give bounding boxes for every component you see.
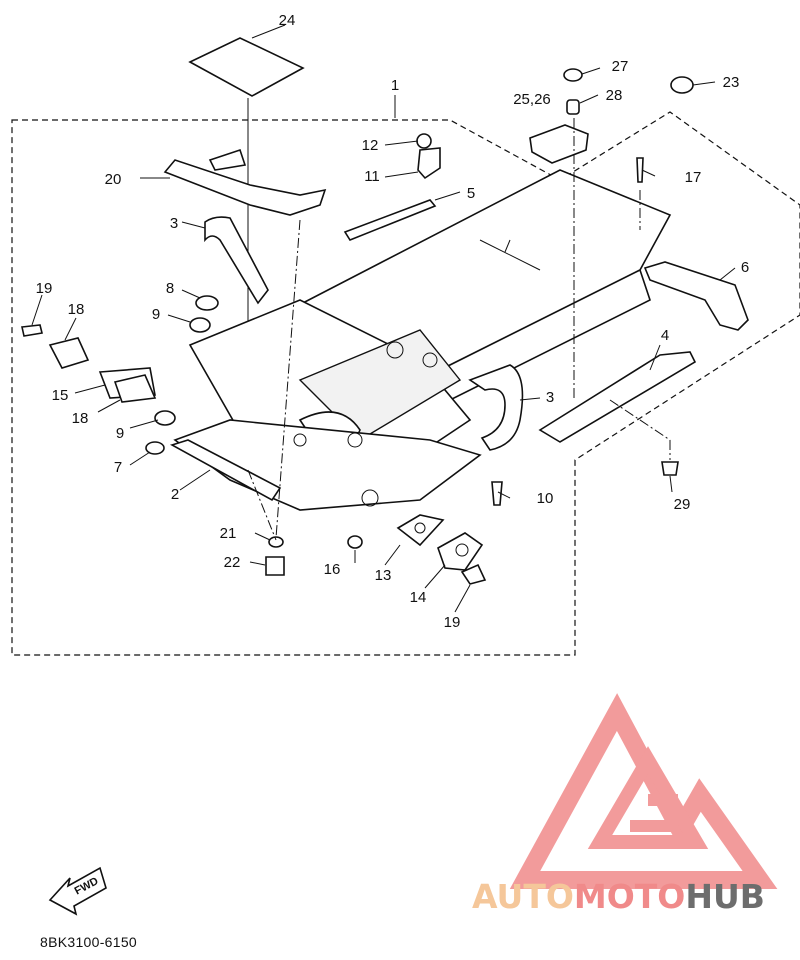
watermark-text: AUTOMOTOHUB xyxy=(472,877,765,916)
watermark-auto: AUTO xyxy=(472,877,574,916)
part-3-bumper-rear xyxy=(468,364,524,451)
small-parts xyxy=(21,68,694,585)
callout-14: 14 xyxy=(410,589,427,606)
callout-8: 8 xyxy=(166,280,174,297)
callout-20: 20 xyxy=(105,171,122,188)
part-24-sheet xyxy=(188,37,305,97)
callout-21: 21 xyxy=(220,525,237,542)
main-frame xyxy=(173,169,672,511)
callout-2: 2 xyxy=(171,486,179,503)
callout-1: 1 xyxy=(391,77,399,94)
watermark-logo xyxy=(509,693,778,889)
part-3-bumper-front xyxy=(204,216,269,305)
watermark-hub: HUB xyxy=(685,877,765,916)
callout-18-upper: 18 xyxy=(68,301,85,318)
part-20-handle xyxy=(163,159,327,216)
callout-28: 28 xyxy=(606,87,623,104)
callout-13: 13 xyxy=(375,567,392,584)
callout-6: 6 xyxy=(741,259,749,276)
callout-24: 24 xyxy=(279,12,296,29)
callout-15: 15 xyxy=(52,387,69,404)
callout-16: 16 xyxy=(324,561,341,578)
diagram-code: 8BK3100-6150 xyxy=(40,934,137,950)
callout-3-front: 3 xyxy=(170,215,178,232)
callout-9-upper: 9 xyxy=(152,306,160,323)
callout-27: 27 xyxy=(612,58,629,75)
callout-4: 4 xyxy=(661,327,669,344)
part-2-rail xyxy=(169,439,282,502)
part-5-rail xyxy=(343,199,437,241)
callout-19-left: 19 xyxy=(36,280,53,297)
callout-5: 5 xyxy=(467,185,475,202)
callout-22: 22 xyxy=(224,554,241,571)
part-6-bracket xyxy=(643,261,749,331)
fwd-arrow: FWD xyxy=(48,866,107,916)
callout-29: 29 xyxy=(674,496,691,513)
leader-lines xyxy=(31,67,736,613)
watermark-moto: MOTO xyxy=(574,877,685,916)
callout-23: 23 xyxy=(723,74,740,91)
callout-17: 17 xyxy=(685,169,702,186)
callout-9-lower: 9 xyxy=(116,425,124,442)
alignment-lines xyxy=(247,118,671,541)
callout-11: 11 xyxy=(364,168,380,185)
part-4-rail xyxy=(538,351,697,443)
callout-7: 7 xyxy=(114,459,122,476)
callout-18-lower: 18 xyxy=(72,410,89,427)
callout-10: 10 xyxy=(537,490,554,507)
callouts: 1 2 3 3 4 5 6 7 8 9 9 10 11 12 13 14 15 … xyxy=(36,12,750,631)
callout-12: 12 xyxy=(362,137,379,154)
callout-3-rear: 3 xyxy=(546,389,554,406)
callout-19-right: 19 xyxy=(444,614,461,631)
callout-25-26: 25,26 xyxy=(513,91,551,108)
assembly-boundary xyxy=(11,111,800,656)
